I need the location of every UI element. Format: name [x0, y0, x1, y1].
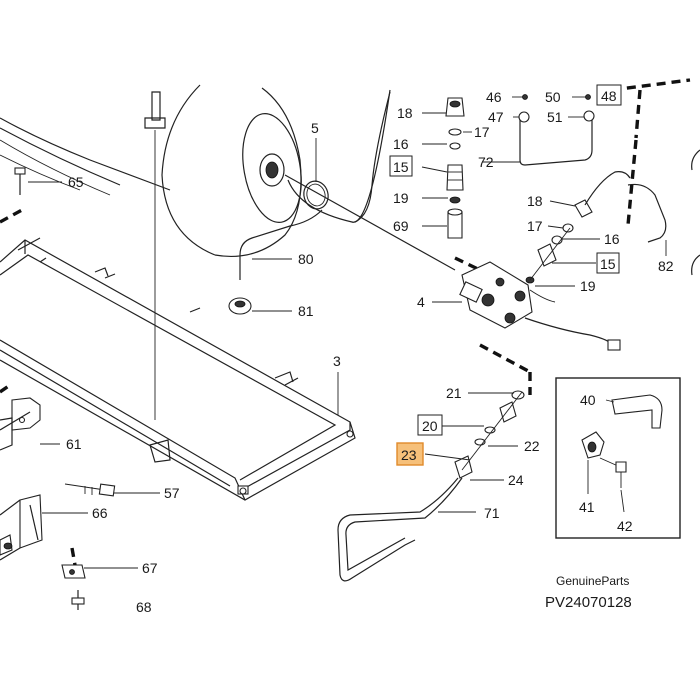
label-57[interactable]: 57	[164, 485, 180, 501]
inset-box	[555, 377, 681, 539]
fitting-stack	[445, 97, 465, 239]
label-72[interactable]: 72	[478, 154, 494, 170]
brand-label: GenuineParts	[556, 574, 629, 588]
label-box-15b	[596, 252, 620, 274]
label-box-48	[596, 84, 622, 106]
strap-bolt	[144, 91, 166, 420]
label-51[interactable]: 51	[547, 109, 563, 125]
label-22[interactable]: 22	[524, 438, 540, 454]
bracket-61	[0, 397, 41, 451]
label-18a[interactable]: 18	[397, 105, 413, 121]
right-fittings	[525, 171, 631, 284]
bolt-68	[71, 590, 85, 610]
pipe-82	[627, 183, 667, 243]
label-20[interactable]: 20	[422, 418, 438, 434]
pipe-80	[239, 89, 391, 280]
label-18b[interactable]: 18	[527, 193, 543, 209]
label-47[interactable]: 47	[488, 109, 504, 125]
leader-lines	[28, 112, 667, 569]
label-box-20	[417, 414, 443, 436]
label-67[interactable]: 67	[142, 560, 158, 576]
label-42[interactable]: 42	[617, 518, 633, 534]
bolt-57	[64, 483, 116, 497]
label-19b[interactable]: 19	[580, 278, 596, 294]
valve-4	[459, 261, 621, 351]
label-68[interactable]: 68	[136, 599, 152, 615]
label-66[interactable]: 66	[92, 505, 108, 521]
label-16b[interactable]: 16	[604, 231, 620, 247]
label-16a[interactable]: 16	[393, 136, 409, 152]
label-41[interactable]: 41	[579, 499, 595, 515]
highlight-box-23	[396, 442, 424, 466]
label-23[interactable]: 23	[401, 447, 417, 463]
air-tank	[0, 84, 302, 258]
label-17b[interactable]: 17	[527, 218, 543, 234]
diagram-code: PV24070128	[545, 594, 632, 611]
tank-frame	[0, 237, 356, 501]
label-24[interactable]: 24	[508, 472, 524, 488]
pipe-upper	[354, 91, 391, 223]
label-19a[interactable]: 19	[393, 190, 409, 206]
label-82[interactable]: 82	[658, 258, 674, 274]
bracket-66	[0, 494, 43, 561]
o-ring-5	[303, 180, 329, 210]
label-5[interactable]: 5	[311, 120, 319, 136]
label-71[interactable]: 71	[484, 505, 500, 521]
edge-mark-upper	[691, 149, 700, 171]
label-81[interactable]: 81	[298, 303, 314, 319]
label-21[interactable]: 21	[446, 385, 462, 401]
lower-fittings	[337, 390, 525, 582]
label-46[interactable]: 46	[486, 89, 502, 105]
clip-67	[61, 564, 86, 579]
part-labels: 65 5 18 17 16 15 72 19 69 46 47 50 48 51…	[66, 84, 674, 615]
label-40[interactable]: 40	[580, 392, 596, 408]
label-15b[interactable]: 15	[600, 256, 616, 272]
label-48[interactable]: 48	[601, 88, 617, 104]
label-80[interactable]: 80	[298, 251, 314, 267]
label-61[interactable]: 61	[66, 436, 82, 452]
grommet-81	[228, 297, 252, 315]
fittings-46-51	[512, 94, 595, 166]
label-4[interactable]: 4	[417, 294, 425, 310]
label-65[interactable]: 65	[68, 174, 84, 190]
label-69[interactable]: 69	[393, 218, 409, 234]
label-17a[interactable]: 17	[474, 124, 490, 140]
pipe-tank-valve	[284, 174, 456, 271]
label-50[interactable]: 50	[545, 89, 561, 105]
label-15a[interactable]: 15	[393, 159, 409, 175]
label-box-15a	[389, 155, 413, 177]
label-3[interactable]: 3	[333, 353, 341, 369]
bolt-65	[14, 167, 26, 195]
edge-mark-lower	[691, 254, 700, 276]
